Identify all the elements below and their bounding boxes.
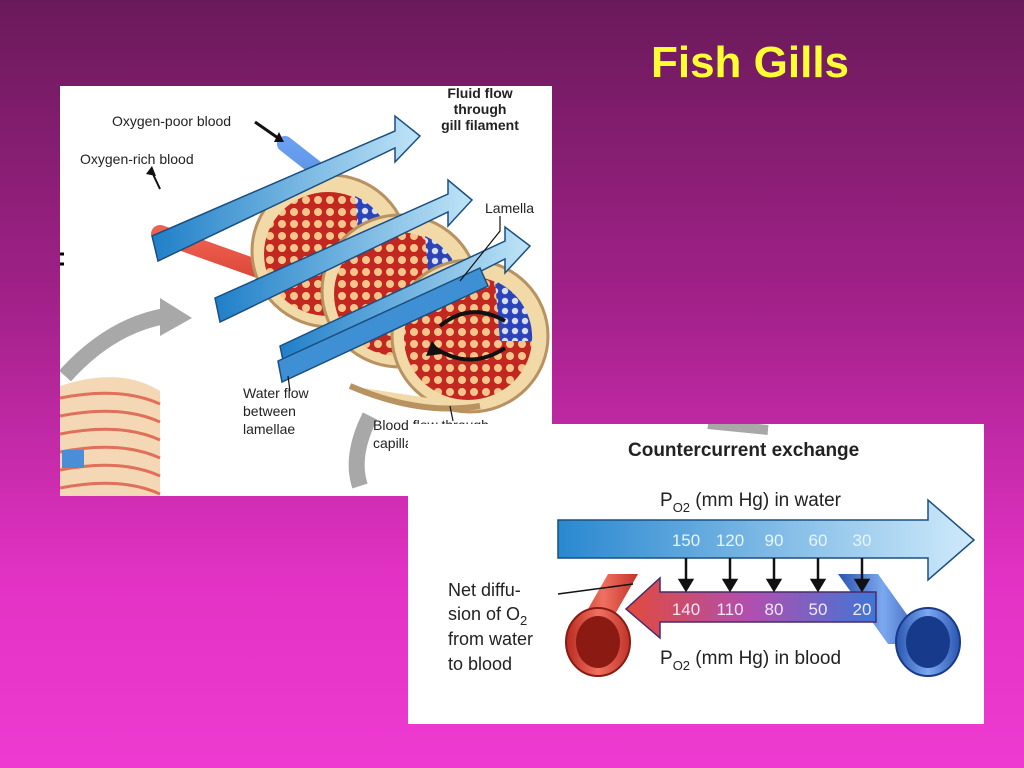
diffusion-arrows [677, 558, 871, 593]
countercurrent-exchange-figure: Countercurrent exchange PO2 (mm Hg) in w… [408, 424, 984, 724]
oxygen-poor-label: Oxygen-poor blood [112, 113, 231, 129]
diffusion-label-line3: from water [448, 629, 533, 649]
water-flow-arrows [151, 114, 532, 384]
zoom-arrow-down [348, 412, 378, 489]
blood-value: 80 [765, 600, 784, 619]
blood-value: 110 [716, 600, 743, 619]
countercurrent-diagram: Countercurrent exchange PO2 (mm Hg) in w… [448, 424, 976, 677]
water-flow-arrow [151, 114, 422, 263]
water-flow-arrow [557, 498, 976, 582]
filament-base [348, 383, 481, 412]
blood-flow-arrow [624, 576, 877, 640]
slide-title: Fish Gills [650, 38, 850, 87]
water-po2-values: 150 120 90 60 30 [672, 531, 872, 550]
water-value: 60 [809, 531, 828, 550]
fluid-flow-label-line3: gill filament [441, 117, 519, 133]
oxygen-rich-label: Oxygen-rich blood [80, 151, 194, 167]
blood-circulation-arrow [438, 310, 506, 328]
gill-filament-figure: Oxygen-poor blood Oxygen-rich blood Flui… [60, 86, 552, 496]
countercurrent-title: Countercurrent exchange [628, 440, 859, 461]
blood-vessel-loop [565, 574, 961, 677]
blood-po2-label: PO2 (mm Hg) in blood [660, 648, 841, 673]
lamella-label: Lamella [485, 200, 534, 216]
cropped-text-fragment [60, 252, 64, 266]
blood-value: 50 [809, 600, 828, 619]
water-value: 30 [853, 531, 872, 550]
water-flow-label-line3: lamellae [243, 421, 295, 437]
gill-diagram: Oxygen-poor blood Oxygen-rich blood Flui… [60, 86, 550, 496]
diffusion-leader-line [557, 583, 634, 595]
water-flow-arrow [214, 178, 474, 324]
water-value: 120 [716, 531, 744, 550]
fluid-flow-label-line1: Fluid flow [447, 86, 512, 101]
diffusion-label-line4: to blood [448, 654, 512, 674]
zoom-arrow-tail [707, 424, 769, 435]
diffusion-label-line2: sion of O2 [448, 604, 527, 628]
blood-value: 140 [672, 600, 700, 619]
water-value: 150 [672, 531, 700, 550]
water-value: 90 [765, 531, 784, 550]
water-po2-label: PO2 (mm Hg) in water [660, 490, 842, 515]
zoom-arrow-left-head [160, 298, 192, 336]
water-flow-label-line2: between [243, 403, 296, 419]
zoom-arrow-left [60, 308, 167, 382]
diffusion-label-line1: Net diffu- [448, 580, 521, 600]
blood-po2-values: 140 110 80 50 20 [672, 600, 872, 619]
fluid-flow-label-line2: through [454, 101, 507, 117]
blood-value: 20 [853, 600, 872, 619]
water-flow-label-line1: Water flow [243, 385, 309, 401]
gill-arch-fragment [60, 377, 161, 496]
